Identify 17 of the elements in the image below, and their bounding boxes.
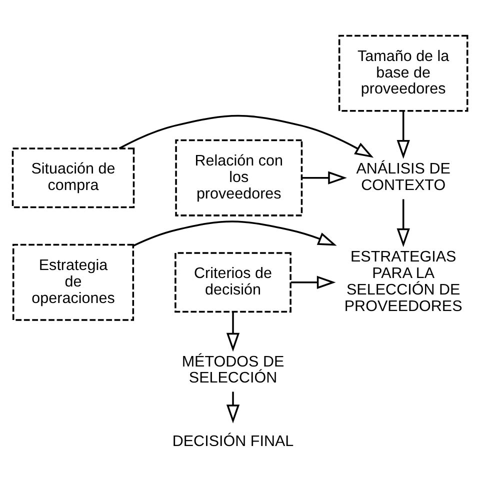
node-box: Relación con los proveedores [175,139,303,216]
node-box: Situación de compra [12,148,135,208]
arrow [396,199,410,248]
node-text: MÉTODOS DE SELECCIÓN [182,353,284,387]
node-box: Criterios de decisión [174,252,292,313]
arrow [396,111,410,159]
node-text: ANÁLISIS DE CONTEXTO [356,160,450,194]
node-text: ESTRATEGIAS PARA LA SELECCIÓN DE PROVEEDORES [344,248,462,316]
arrow [302,171,347,184]
node-box: Estrategia de operaciones [12,244,134,321]
arrow [118,114,374,158]
arrow [290,276,336,289]
node-box: Tamaño de la base de proveedores [338,34,468,112]
node-text: DECISIÓN FINAL [172,433,294,450]
arrow [133,220,337,246]
arrow [226,312,240,352]
arrow [226,392,240,424]
